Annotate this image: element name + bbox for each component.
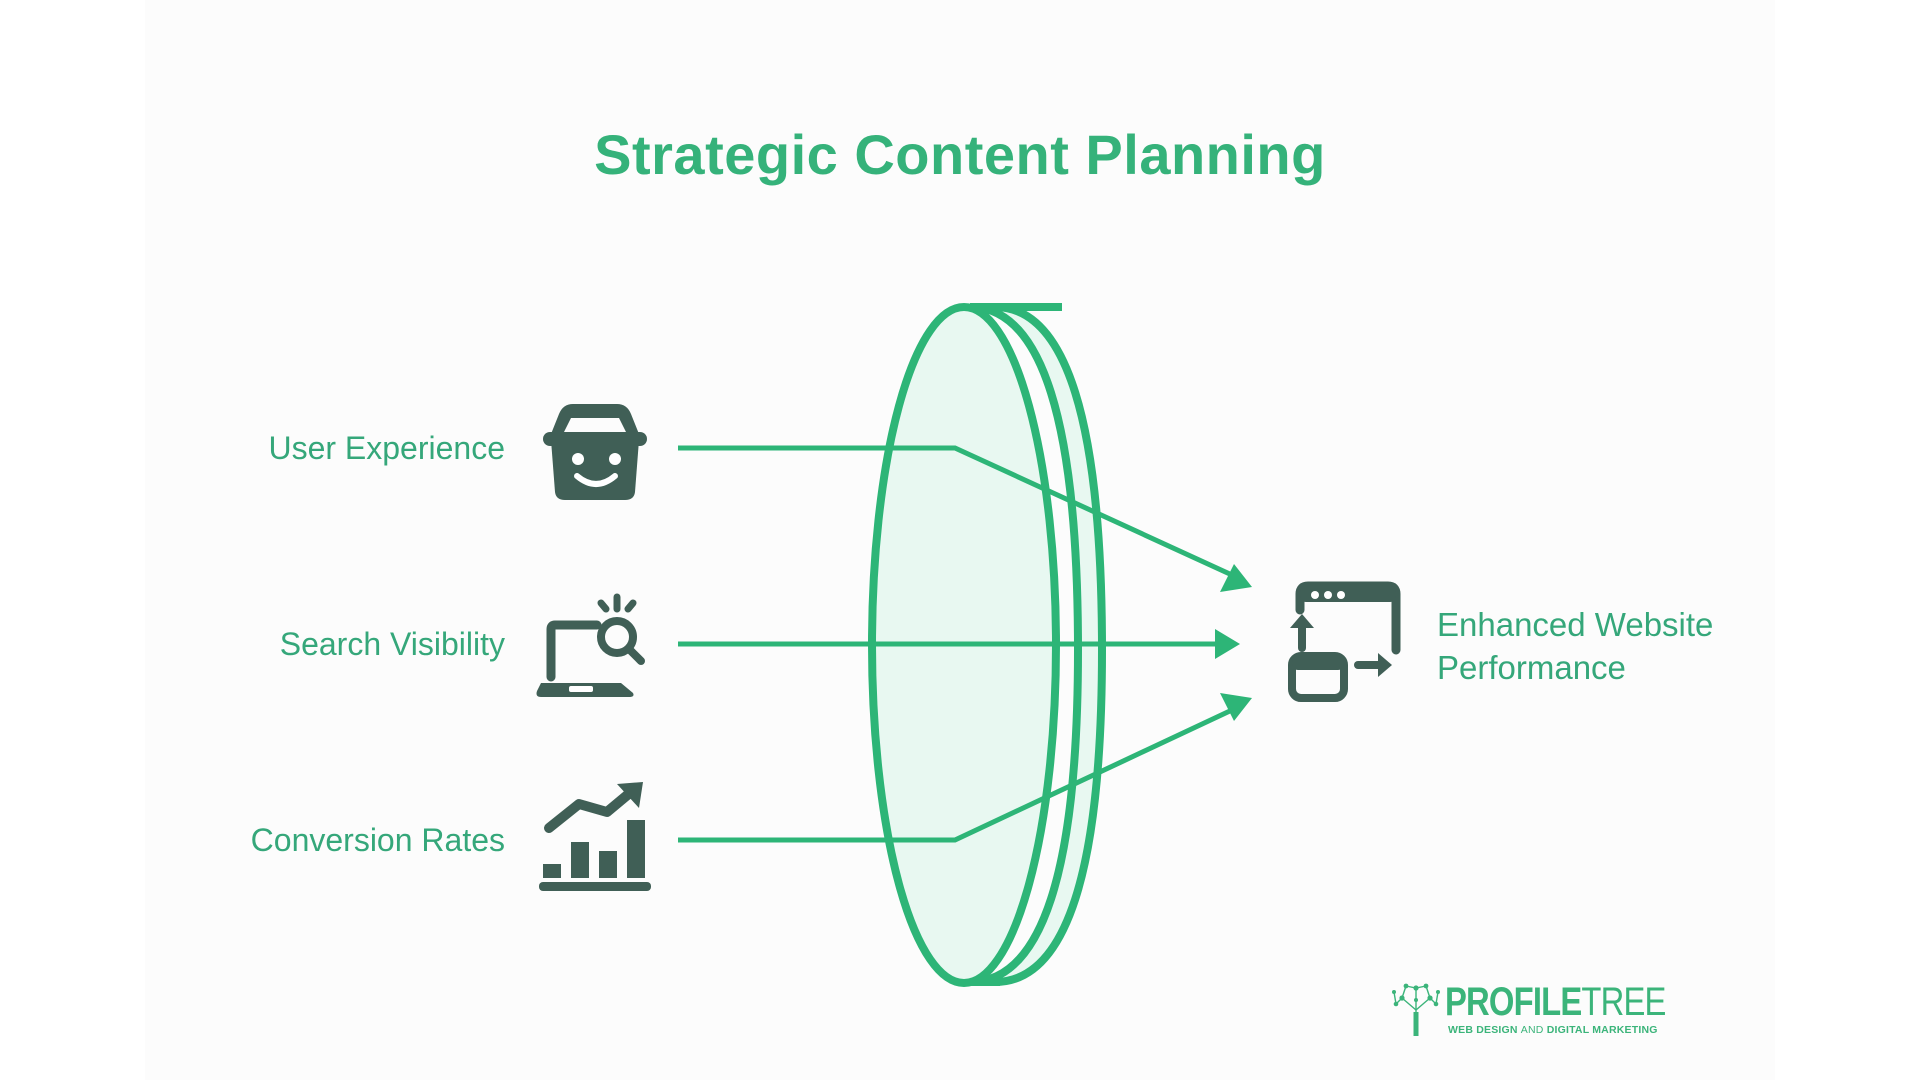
diagram-title: Strategic Content Planning bbox=[594, 123, 1326, 186]
website-transfer-icon bbox=[1288, 581, 1401, 702]
input-label-conversion-rates: Conversion Rates bbox=[250, 822, 505, 858]
smiling-basket-icon bbox=[543, 404, 647, 500]
brand-name-bold: PROFILE bbox=[1445, 980, 1582, 1024]
arrowheads bbox=[1215, 564, 1252, 721]
profiletree-logo: PROFILETREE WEB DESIGN AND DIGITAL MARKE… bbox=[1390, 978, 1666, 1038]
line-user-experience bbox=[678, 445, 1234, 578]
tagline-part: AND bbox=[1520, 1024, 1547, 1036]
brand-name-thin: TREE bbox=[1581, 980, 1666, 1024]
brand-tagline: WEB DESIGN AND DIGITAL MARKETING bbox=[1448, 1024, 1658, 1036]
arrowhead-icon bbox=[1220, 564, 1252, 592]
output-label-line2: Performance bbox=[1437, 649, 1626, 686]
tree-logo-icon bbox=[1392, 983, 1440, 1036]
tagline-part: WEB DESIGN bbox=[1448, 1024, 1521, 1036]
input-label-search-visibility: Search Visibility bbox=[279, 626, 505, 662]
arrowhead-icon bbox=[1215, 629, 1240, 659]
line-conversion-rates bbox=[678, 707, 1234, 843]
output-label-line1: Enhanced Website bbox=[1437, 606, 1714, 643]
arrowhead-icon bbox=[1220, 693, 1252, 721]
output-label: Enhanced Website Performance bbox=[1437, 603, 1713, 689]
laptop-search-icon bbox=[536, 593, 645, 697]
brand-name: PROFILETREE bbox=[1445, 980, 1666, 1025]
connector-lines bbox=[678, 445, 1234, 843]
input-label-user-experience: User Experience bbox=[268, 430, 505, 466]
tagline-part: DIGITAL MARKETING bbox=[1546, 1024, 1658, 1036]
growth-chart-icon bbox=[539, 782, 651, 891]
